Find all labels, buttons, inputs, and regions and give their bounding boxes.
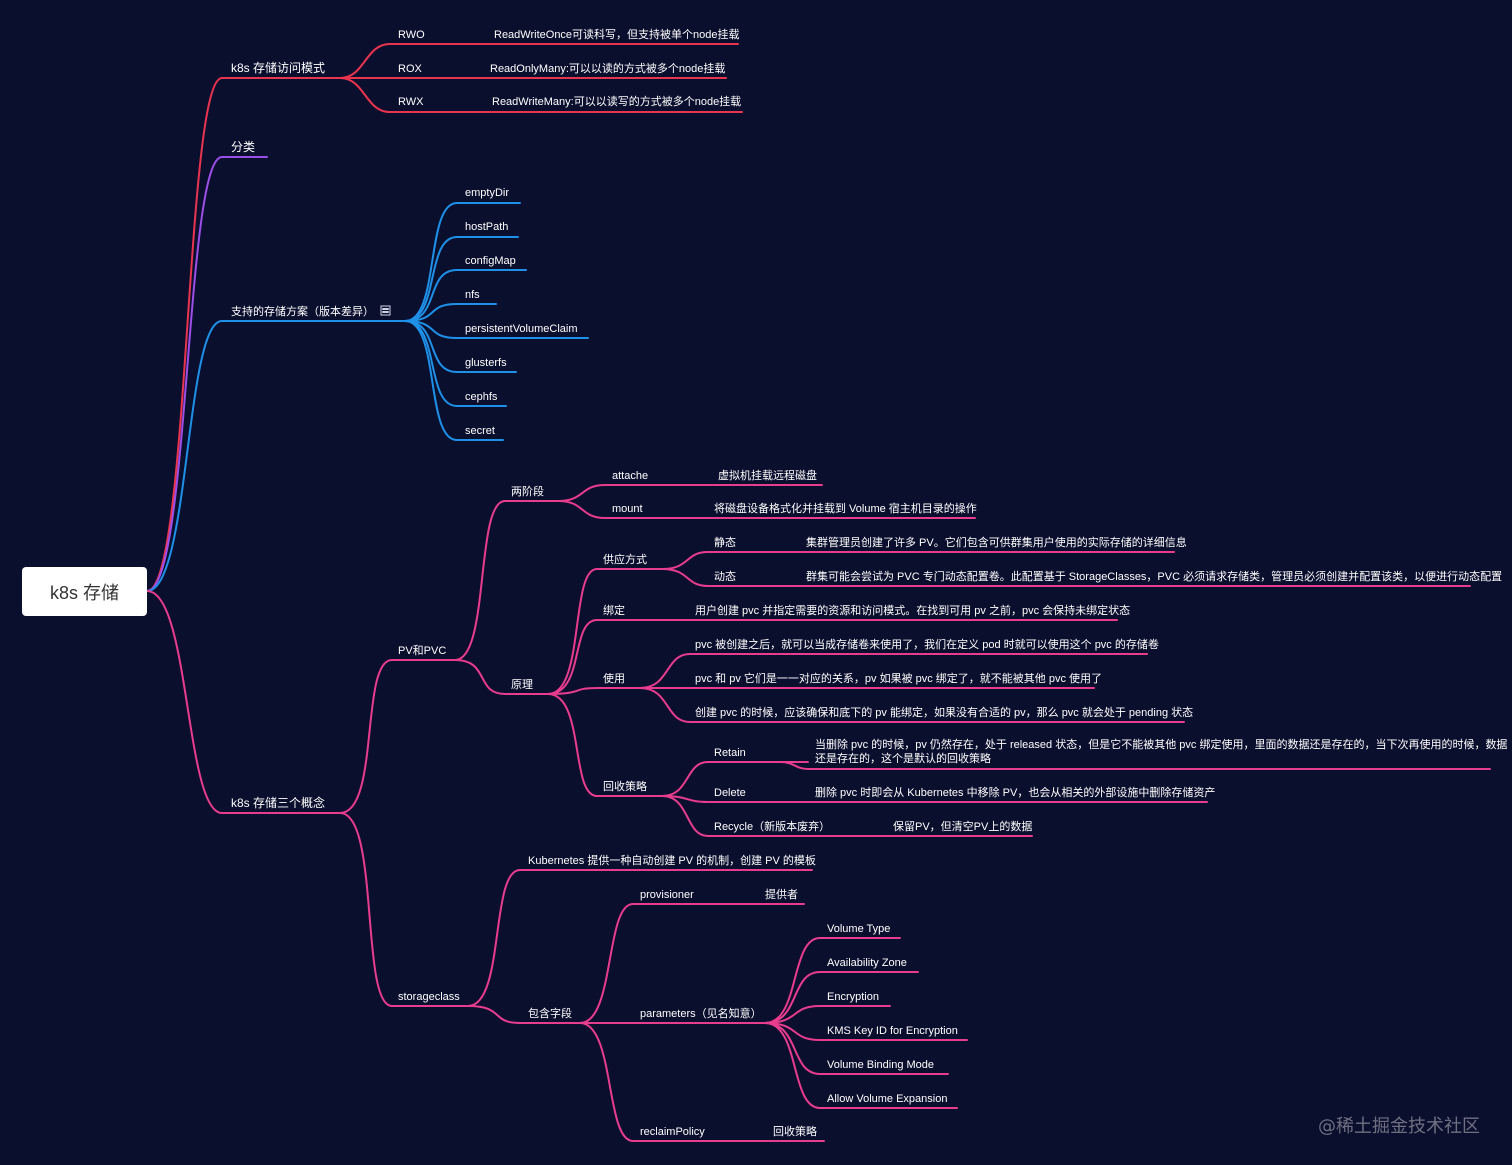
- node-rox[interactable]: ROX: [398, 63, 423, 75]
- node-provisioner-desc[interactable]: 提供者: [765, 887, 798, 901]
- node-fields[interactable]: 包含字段: [528, 1006, 572, 1020]
- node-retain-desc-1[interactable]: 当删除 pvc 的时候，pv 仍然存在，处于 released 状态，但是它不能…: [815, 737, 1507, 751]
- node-use-2[interactable]: pvc 和 pv 它们是一一对应的关系，pv 如果被 pvc 绑定了，就不能被其…: [695, 671, 1102, 685]
- node-delete[interactable]: Delete: [714, 787, 746, 799]
- node-rox-desc[interactable]: ReadOnlyMany:可以以读的方式被多个node挂载: [490, 61, 725, 75]
- node-bind-desc[interactable]: 用户创建 pvc 并指定需要的资源和访问模式。在找到可用 pv 之前，pvc 会…: [695, 603, 1130, 617]
- node-retain-desc-2[interactable]: 还是存在的，这个是默认的回收策略: [815, 751, 991, 765]
- node-vol-glusterfs[interactable]: glusterfs: [465, 357, 507, 369]
- node-storageclass[interactable]: storageclass: [398, 991, 460, 1003]
- node-recycle-desc[interactable]: 保留PV，但清空PV上的数据: [893, 819, 1032, 833]
- node-mount[interactable]: mount: [612, 503, 643, 515]
- node-bind[interactable]: 绑定: [603, 603, 625, 617]
- node-parameters[interactable]: parameters（见名知意）: [640, 1006, 762, 1020]
- node-attache-desc[interactable]: 虚拟机挂载远程磁盘: [718, 468, 817, 482]
- node-principle[interactable]: 原理: [511, 678, 533, 691]
- node-use[interactable]: 使用: [603, 672, 625, 685]
- node-supply[interactable]: 供应方式: [603, 552, 647, 566]
- node-delete-desc[interactable]: 删除 pvc 时即会从 Kubernetes 中移除 PV，也会从相关的外部设施…: [815, 785, 1215, 799]
- node-vol-configmap[interactable]: configMap: [465, 255, 516, 267]
- edge-root-classify: [146, 156, 223, 592]
- edge-root-support: [146, 320, 223, 592]
- node-vol-hostpath[interactable]: hostPath: [465, 221, 508, 233]
- node-use-1[interactable]: pvc 被创建之后，就可以当成存储卷来使用了，我们在定义 pod 时就可以使用这…: [695, 637, 1159, 651]
- root-node[interactable]: k8s 存储: [22, 567, 147, 616]
- node-static[interactable]: 静态: [714, 535, 736, 549]
- node-storageclass-desc[interactable]: Kubernetes 提供一种自动创建 PV 的机制，创建 PV 的模板: [528, 853, 816, 867]
- node-static-desc[interactable]: 集群管理员创建了许多 PV。它们包含可供群集用户使用的实际存储的详细信息: [806, 535, 1187, 549]
- node-twostage[interactable]: 两阶段: [511, 484, 544, 498]
- node-param-volume-type[interactable]: Volume Type: [827, 923, 890, 935]
- node-rwo-desc[interactable]: ReadWriteOnce可读科写，但支持被单个node挂载: [494, 27, 740, 41]
- node-access[interactable]: k8s 存储访问模式: [231, 60, 325, 75]
- node-dynamic-desc[interactable]: 群集可能会尝试为 PVC 专门动态配置卷。此配置基于 StorageClasse…: [806, 569, 1502, 583]
- node-attache[interactable]: attache: [612, 470, 648, 482]
- node-use-3[interactable]: 创建 pvc 的时候，应该确保和底下的 pv 能绑定，如果没有合适的 pv，那么…: [695, 705, 1193, 719]
- node-retain[interactable]: Retain: [714, 747, 746, 759]
- node-vol-pvc[interactable]: persistentVolumeClaim: [465, 323, 578, 335]
- node-param-kms-key[interactable]: KMS Key ID for Encryption: [827, 1025, 958, 1037]
- node-param-allow-expansion[interactable]: Allow Volume Expansion: [827, 1093, 947, 1105]
- node-classify[interactable]: 分类: [231, 140, 255, 154]
- node-vol-cephfs[interactable]: cephfs: [465, 391, 498, 403]
- node-recycle[interactable]: Recycle（新版本废弃）: [714, 819, 830, 833]
- node-param-encryption[interactable]: Encryption: [827, 991, 879, 1003]
- node-provisioner[interactable]: provisioner: [640, 889, 694, 901]
- node-support[interactable]: 支持的存储方案（版本差异）: [231, 304, 374, 318]
- edge-root-access: [146, 77, 223, 592]
- node-dynamic[interactable]: 动态: [714, 570, 736, 583]
- node-vol-nfs[interactable]: nfs: [465, 289, 480, 301]
- node-param-availability-zone[interactable]: Availability Zone: [827, 957, 907, 969]
- node-reclaim[interactable]: 回收策略: [603, 779, 647, 793]
- node-rwo[interactable]: RWO: [398, 29, 425, 41]
- note-icon[interactable]: [380, 305, 391, 316]
- node-pvpvc[interactable]: PV和PVC: [398, 644, 446, 657]
- node-concepts[interactable]: k8s 存储三个概念: [231, 795, 325, 810]
- node-reclaimpolicy-desc[interactable]: 回收策略: [773, 1124, 817, 1138]
- node-rwx-desc[interactable]: ReadWriteMany:可以以读写的方式被多个node挂载: [492, 94, 741, 108]
- node-vol-secret[interactable]: secret: [465, 425, 495, 437]
- node-mount-desc[interactable]: 将磁盘设备格式化并挂载到 Volume 宿主机目录的操作: [714, 501, 977, 515]
- node-reclaimpolicy[interactable]: reclaimPolicy: [640, 1126, 705, 1138]
- node-param-binding-mode[interactable]: Volume Binding Mode: [827, 1059, 934, 1071]
- watermark: @稀土掘金技术社区: [1318, 1116, 1480, 1137]
- node-rwx[interactable]: RWX: [398, 96, 424, 108]
- node-vol-emptydir[interactable]: emptyDir: [465, 187, 509, 199]
- edge-root-concepts: [146, 590, 223, 814]
